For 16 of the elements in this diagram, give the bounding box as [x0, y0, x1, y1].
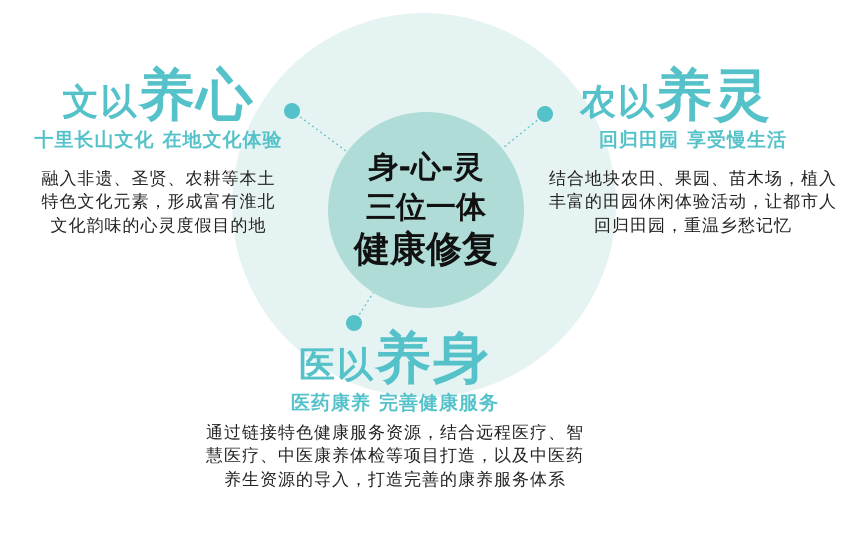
description: 通过链接特色健康服务资源，结合远程医疗、智慧医疗、中医康养体检等项目打造，以及中医药养生资源的导入，打造完善的康养服务体系	[205, 422, 585, 492]
center-text: 健康修复	[354, 228, 498, 272]
center-text: 身-心-灵	[368, 149, 484, 187]
connector-line	[502, 106, 553, 149]
connector-line	[346, 292, 374, 331]
description: 融入非遗、圣贤、农耕等本土特色文化元素，形成富有淮北文化韵味的心灵度假目的地	[40, 168, 276, 238]
center-text: 三位一体	[366, 189, 486, 227]
center-circle	[328, 112, 524, 308]
subtitle: 医药康养 完善健康服务	[291, 391, 499, 415]
heading-prefix: 医以	[299, 348, 375, 384]
connector-line	[284, 103, 348, 152]
heading-prefix: 文以	[62, 85, 138, 121]
subtitle: 十里长山文化 在地文化体验	[34, 128, 282, 152]
heading-prefix: 农以	[580, 85, 656, 121]
subtitle: 回归田园 享受慢生活	[599, 128, 787, 152]
description: 结合地块农田、果园、苗木场，植入丰富的田园休闲体验活动，让都市人回归田园，重温乡愁记忆	[548, 168, 838, 238]
